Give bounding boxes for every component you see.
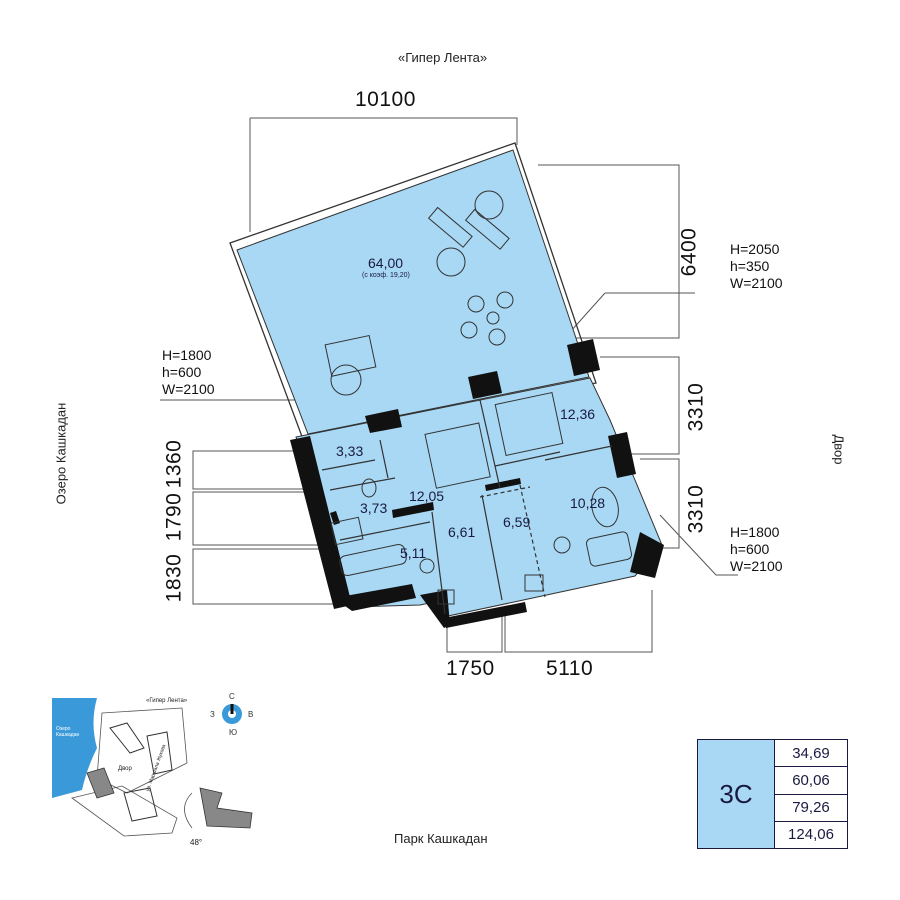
south-label: Парк Кашкадан — [394, 831, 488, 846]
dimension-bottom-b: 5110 — [546, 657, 594, 680]
terrace — [229, 142, 597, 443]
room-area-6: 6,61 — [448, 524, 476, 540]
dimension-right-low: 3310 — [684, 484, 708, 534]
door-spec-upper-right: H=2050 h=350 W=2100 — [730, 241, 783, 291]
site-angle-label: 48° — [190, 838, 203, 847]
room-area-8: 5,11 — [400, 545, 427, 561]
compass: С Ю З В — [210, 692, 254, 737]
area-value-4: 124,06 — [788, 826, 834, 844]
site-lake-label: Озеро Кашкадан — [56, 726, 80, 738]
terrace-area: 64,00 — [368, 255, 404, 271]
door-spec-left: H=1800 h=600 W=2100 — [162, 347, 215, 397]
area-value-2: 60,06 — [775, 767, 847, 795]
dimension-right-top: 6400 — [677, 227, 701, 277]
room-area-5: 10,28 — [570, 495, 606, 511]
west-label: Озеро Кашкадан — [53, 402, 69, 505]
dimension-top: 10100 — [355, 88, 416, 111]
compass-north: С — [229, 692, 235, 701]
terrace-note: (с коэф. 19,20) — [362, 272, 410, 279]
site-yard-label: Двор — [118, 766, 132, 772]
dimension-left-b: 1790 — [162, 492, 186, 542]
room-area-7: 6,59 — [503, 514, 531, 530]
room-area-2: 12,05 — [409, 488, 445, 504]
room-area-1: 3,33 — [336, 443, 364, 459]
door-spec-lower-right: H=1800 h=600 W=2100 — [730, 524, 783, 574]
east-label: Двор — [831, 434, 847, 465]
apartment-type: 3С — [698, 740, 775, 848]
compass-south: Ю — [229, 728, 238, 737]
dimension-bottom-a: 1750 — [446, 657, 495, 680]
area-value-3: 79,26 — [775, 795, 847, 822]
terrace-furniture — [324, 190, 514, 396]
site-plan-map — [52, 698, 253, 837]
compass-west: З — [210, 710, 215, 719]
area-values: 34,69 60,06 79,26 124,06 — [775, 740, 847, 848]
dimension-right-mid: 3310 — [684, 382, 708, 432]
dimension-left-a: 1360 — [162, 439, 186, 489]
compass-icon — [222, 704, 242, 724]
area-value-1: 34,69 — [775, 740, 847, 768]
room-area-4: 12,36 — [560, 406, 596, 422]
site-north-label: «Гипер Лента» — [146, 698, 188, 704]
furniture — [330, 391, 633, 605]
room-area-3: 3,73 — [360, 500, 388, 516]
partitions — [321, 399, 613, 615]
apartment-stats: 3С 34,69 60,06 79,26 124,06 — [697, 739, 848, 849]
north-label: «Гипер Лента» — [398, 50, 488, 65]
dimension-left-c: 1830 — [162, 553, 186, 603]
walls — [290, 339, 664, 628]
compass-east: В — [248, 710, 254, 719]
